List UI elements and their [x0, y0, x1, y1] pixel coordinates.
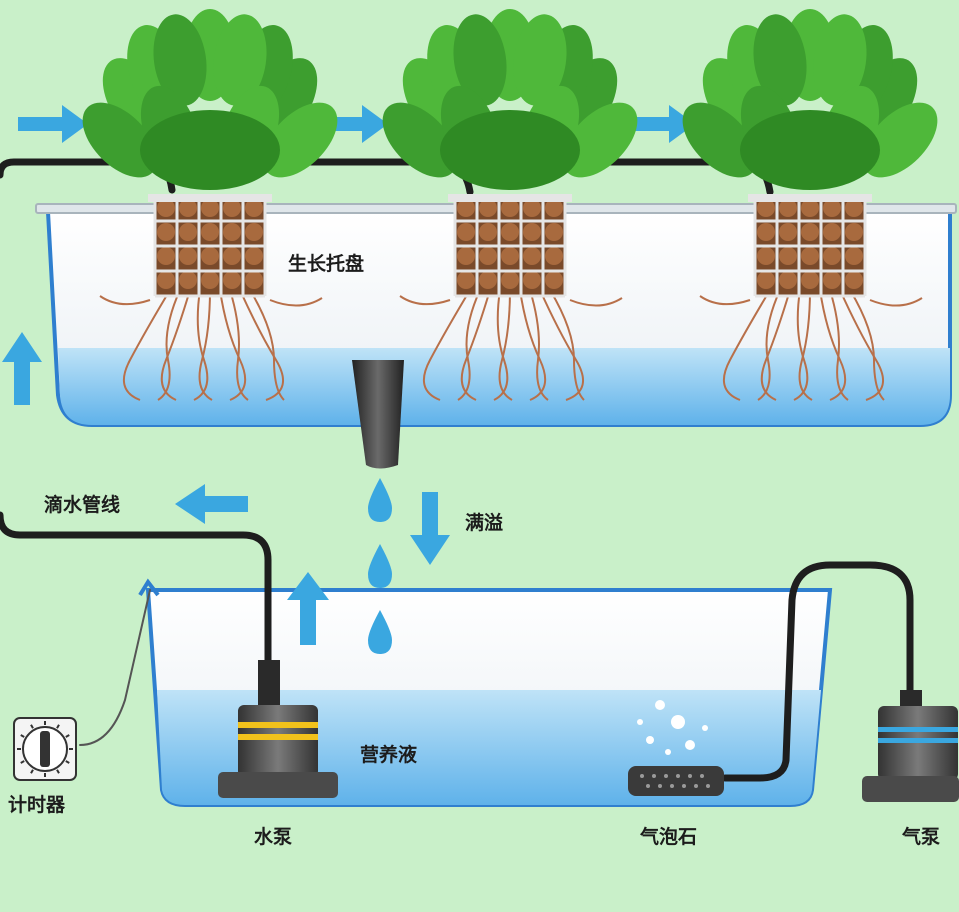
flow-arrow-icon: [175, 484, 248, 524]
water-pump-body: [238, 705, 318, 777]
air-pump-base: [862, 776, 959, 802]
drip-line-pipe: [0, 511, 272, 664]
water-pump-band-1: [238, 722, 318, 728]
air-line-pipe: [721, 561, 914, 782]
pump-icon: [258, 660, 280, 710]
drip-line-label: 滴水管线: [44, 494, 121, 516]
timer-ticks: [17, 721, 73, 777]
air-pump: [862, 690, 959, 802]
timer-wire: [79, 589, 151, 746]
air-stone: [628, 700, 724, 796]
timer-knob: [40, 731, 50, 767]
water-drop-icon: [368, 610, 392, 654]
air-stone-pores: [640, 774, 710, 788]
net-pot-icon: [148, 194, 272, 298]
net-pot-icon: [448, 194, 572, 298]
leaves: [382, 9, 638, 190]
timer: [13, 717, 77, 781]
plant-icon: [682, 9, 938, 401]
grow-tray-label: 生长托盘: [288, 253, 365, 275]
roots: [399, 289, 623, 401]
leaves: [682, 9, 938, 190]
nutrient-solution-label: 营养液: [360, 744, 418, 766]
leaves: [82, 9, 338, 190]
bubbles: [637, 700, 708, 755]
flow-arrow-icon: [2, 332, 42, 405]
water-pump: [218, 660, 338, 798]
flow-arrows: [2, 105, 695, 645]
reservoir-left-lip: [138, 578, 160, 597]
air-pump-band-1: [878, 727, 958, 732]
plants: [82, 9, 938, 401]
water-pump-base: [218, 772, 338, 798]
net-pot-icon: [748, 194, 872, 298]
overflow-nozzle: [352, 360, 404, 469]
timer-label: 计时器: [8, 794, 66, 816]
air-pump-band-2: [878, 738, 958, 743]
air-pump-label: 气泵: [902, 826, 941, 848]
flow-arrow-icon: [410, 492, 450, 565]
plant-icon: [82, 9, 338, 401]
flow-arrow-icon: [287, 572, 329, 645]
flow-arrow-icon: [318, 105, 388, 143]
water-pump-band-2: [238, 734, 318, 740]
roots: [699, 289, 923, 401]
air-stone-label: 气泡石: [640, 826, 698, 848]
overflow-label: 满溢: [465, 512, 504, 534]
overflow-outlet: [352, 360, 404, 654]
plant-icon: [382, 9, 638, 401]
water-drop-icon: [368, 544, 392, 588]
water-drop-icon: [368, 478, 392, 522]
flow-arrow-icon: [18, 105, 88, 143]
air-stone-icon: [628, 766, 724, 796]
water-pump-label: 水泵: [254, 826, 293, 848]
air-pump-top: [900, 690, 922, 710]
flow-arrow-icon: [625, 105, 695, 143]
roots: [99, 289, 323, 401]
